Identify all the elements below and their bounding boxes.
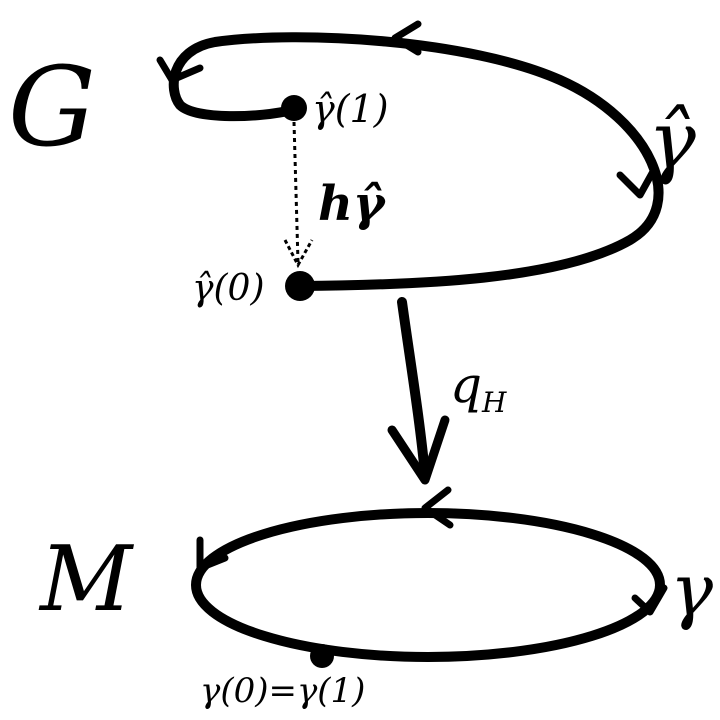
point-end-label: γ̂(1)	[312, 87, 389, 131]
point-gamma-hat-0	[285, 271, 315, 301]
lifted-curve-arrowhead-top	[391, 20, 422, 56]
holonomy-arrow	[292, 121, 300, 263]
point-gamma-hat-1	[281, 95, 307, 121]
top-curve-label: γ̂	[648, 94, 696, 187]
base-curve-arrowhead-right	[631, 584, 668, 616]
holonomy-label: hγ̂	[318, 176, 387, 232]
projection-arrow	[397, 297, 430, 480]
base-curve-arrowhead-top	[421, 486, 454, 529]
lifted-curve	[168, 32, 664, 291]
projection-arrowhead	[387, 415, 450, 485]
base-curve	[191, 508, 665, 662]
holonomy-arrowhead	[283, 239, 314, 269]
projection-label: qH	[450, 356, 507, 419]
point-start-label: γ̂(0)	[192, 268, 265, 309]
top-space-label: G	[8, 43, 96, 171]
base-point	[310, 644, 334, 668]
lifted-curve-arrowhead-right	[616, 164, 659, 199]
base-point-label: γ(0)=γ(1)	[200, 671, 365, 711]
bottom-curve-label: γ	[670, 548, 714, 632]
base-curve-arrowhead-left	[196, 536, 229, 572]
lifted-curve-arrowhead-left	[156, 56, 204, 84]
bottom-space-label: M	[38, 527, 134, 632]
